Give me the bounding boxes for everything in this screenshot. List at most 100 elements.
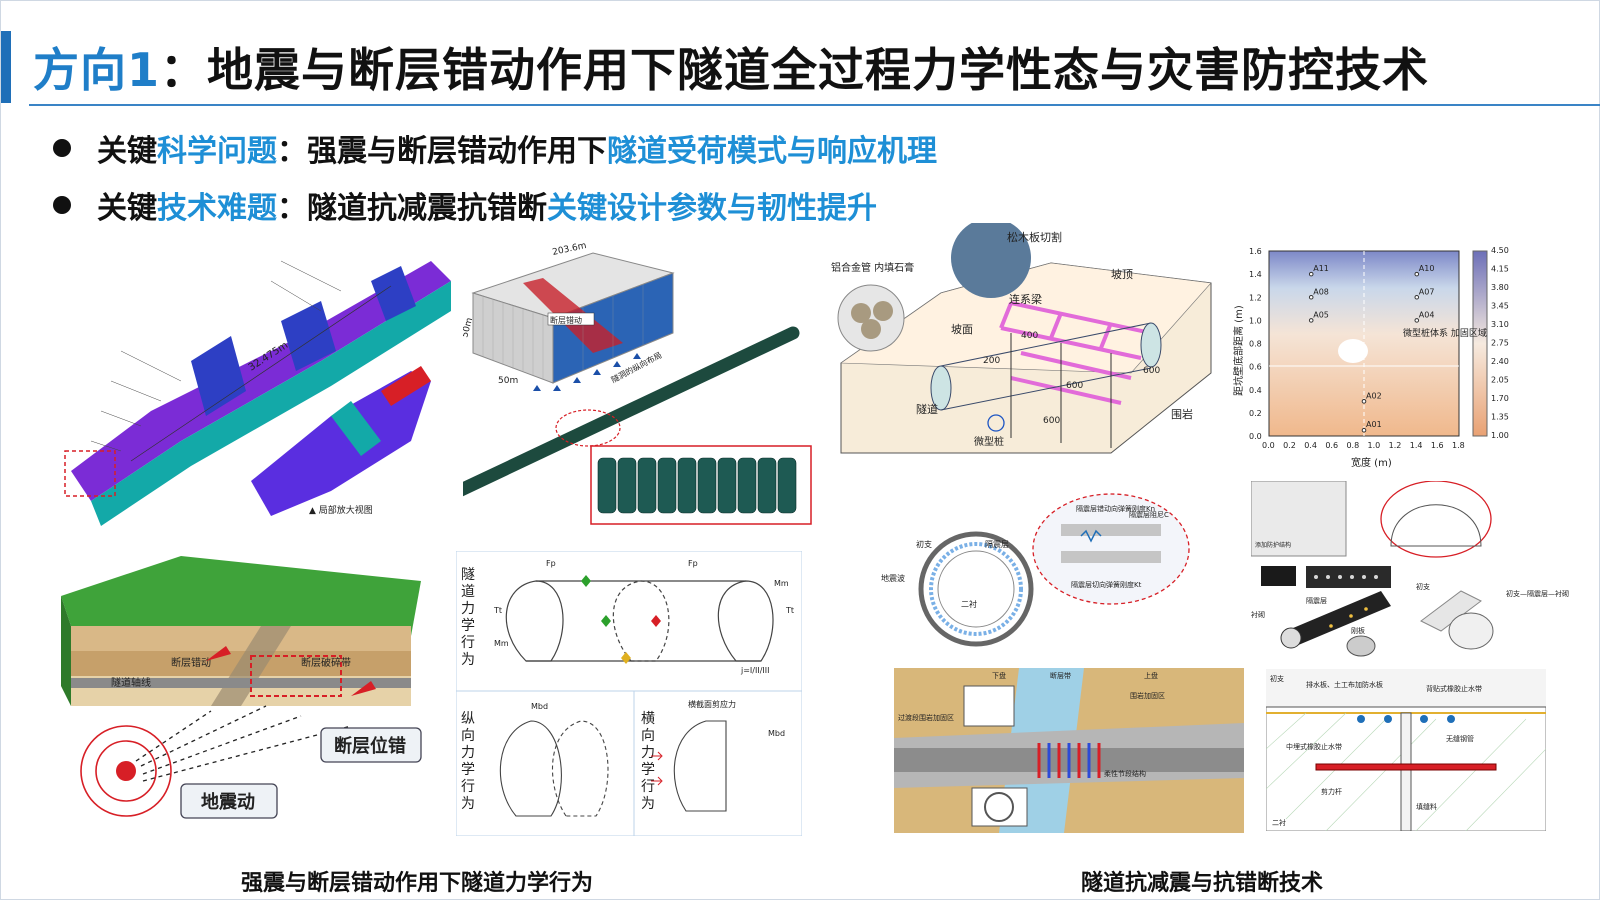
figure-fem-model: 203.6m 50m 50m 断层错动 隧洞的纵向布局 <box>463 233 823 533</box>
contour-point <box>1414 294 1420 300</box>
iso-layer: 隔震层 <box>985 540 1009 549</box>
mech-cases: j=I/II/III <box>740 666 769 675</box>
bullet-dot-icon <box>53 196 71 214</box>
slope-tunnel-label: 隧道 <box>916 402 938 416</box>
slope-dim-600: 600 <box>1066 381 1083 391</box>
bullet-text: ：强震与断层错动作用下 <box>277 134 607 169</box>
contour-point <box>1361 427 1367 433</box>
figure-lining-products: 初支 隔震层 初支—隔震层—衬砌 衬砌 添加防护结构 刚板 <box>1251 481 1581 666</box>
lining-p3: 初支—隔震层—衬砌 <box>1506 589 1569 598</box>
contour-ylabel: 距坑壁底部距离 (m) <box>1233 305 1245 396</box>
page-title: 方向1：地震与断层错动作用下隧道全过程力学性态与灾害防控技术 <box>33 31 1429 103</box>
wp-w8: 二衬 <box>1272 818 1286 827</box>
mech-sym-mm1: Mm <box>494 639 509 648</box>
contour-xtick: 1.0 <box>1368 441 1381 450</box>
lining-p2: 隔震层 <box>1306 596 1327 605</box>
mech-sym-fp1: Fp <box>546 559 556 568</box>
mech-shear-label: 横截面剪应力 <box>688 699 736 709</box>
contour-cbar-tick: 3.45 <box>1491 302 1509 311</box>
lining-p5: 添加防护结构 <box>1255 541 1291 549</box>
contour-cbar-tick: 4.50 <box>1491 246 1509 255</box>
wp-w7: 填缝料 <box>1416 802 1437 811</box>
bullet-tech-difficulty: 关键技术难题：隧道抗减震抗错断关键设计参数与韧性提升 <box>53 182 877 228</box>
slope-face-label: 坡面 <box>951 323 973 336</box>
contour-xtick: 0.8 <box>1346 441 1359 450</box>
figure-isolation-layer: 初支 二衬 隔震层 地震波 隔震层错动向弹簧刚度Kn 隔震层阻尼C 隔震层切向弹… <box>871 489 1246 664</box>
lining-p4: 衬砌 <box>1251 610 1265 619</box>
slope-dim-200: 200 <box>983 356 1000 366</box>
wp-w5: 无缝钢管 <box>1446 734 1474 743</box>
bullet-highlight: 隧道受荷模式与响应机理 <box>607 134 937 169</box>
slope-pile-label: 微型桩 <box>974 435 1004 448</box>
wp-w2: 排水板、土工布加防水板 <box>1306 680 1383 689</box>
contour-xtick: 1.6 <box>1431 441 1444 450</box>
iso-kn: 隔震层错动向弹簧刚度Kn <box>1076 504 1155 513</box>
slope-pipe-label: 铝合金管 内填石膏 <box>831 261 914 274</box>
contour-xlabel: 宽度 (m) <box>1351 456 1392 469</box>
geo-ground-motion-label: 地震动 <box>201 791 255 813</box>
contour-xtick: 0.2 <box>1283 441 1296 450</box>
bullet-text: ：隧道抗减震抗错断 <box>277 191 547 226</box>
bullet-highlight: 科学问题 <box>157 134 277 169</box>
title-prefix: 方向1 <box>33 43 161 97</box>
contour-point-label: A07 <box>1419 287 1435 296</box>
mech-sym-mbd1: Mbd <box>531 702 548 711</box>
contour-point <box>1414 318 1420 323</box>
wp-w1: 初支 <box>1270 674 1284 683</box>
contour-ytick: 1.6 <box>1249 247 1262 256</box>
contour-xtick: 0.4 <box>1304 441 1317 450</box>
caption-left: 强震与断层错动作用下隧道力学行为 <box>241 871 594 896</box>
contour-ytick: 1.0 <box>1249 316 1262 325</box>
figure-3d-tunnel-model: 32.475m ▲ 局部放大视图 <box>31 241 461 541</box>
iso-liner1: 初支 <box>916 539 932 549</box>
title-rest: ：地震与断层错动作用下隧道全过程力学性态与灾害防控技术 <box>160 43 1430 97</box>
wp-w3: 背贴式橡胶止水带 <box>1426 684 1482 693</box>
geo-tunnel-axis-label: 隧道轴线 <box>111 676 151 689</box>
slope-dim-600c: 600 <box>1143 366 1160 376</box>
fault-t3: 上盘 <box>1144 671 1158 680</box>
mech-sym-fp2: Fp <box>688 559 698 568</box>
contour-point <box>1308 294 1314 300</box>
mech-title-long: 纵向力学行为 <box>461 711 475 812</box>
figure-fault-crossing: 下盘 断层带 上盘 过渡段围岩加固区 围岩加固区 柔性节段结构 <box>894 668 1244 833</box>
slope-cut-label: 松木板切割 <box>1007 230 1062 244</box>
figure-geology-block: 断层错动 断层破碎带 隧道轴线 地震动 断层位错 <box>31 546 451 836</box>
contour-xtick: 1.4 <box>1410 441 1423 450</box>
bullet-dot-icon <box>53 139 71 157</box>
fault-t5: 围岩加固区 <box>1130 691 1165 700</box>
wp-w4: 中埋式橡胶止水带 <box>1286 742 1342 751</box>
contour-point-label: A10 <box>1419 264 1435 273</box>
contour-cbar-tick: 3.80 <box>1491 283 1509 292</box>
bullet-text: 关键 <box>97 191 157 226</box>
contour-cbar-tick: 2.75 <box>1491 339 1509 348</box>
mech-sym-mbd2: Mbd <box>768 729 785 738</box>
contour-cbar-tick: 1.00 <box>1491 431 1509 440</box>
contour-ytick: 0.8 <box>1249 340 1262 349</box>
slope-dim-400: 400 <box>1021 331 1038 341</box>
slope-crest-label: 坡顶 <box>1111 268 1133 281</box>
contour-ytick: 1.4 <box>1249 270 1262 279</box>
contour-xtick: 0.6 <box>1325 441 1338 450</box>
contour-point-label: A02 <box>1366 391 1382 400</box>
contour-point <box>1308 271 1314 277</box>
lining-p1: 初支 <box>1416 582 1430 591</box>
figure-waterproof-joint: 初支 排水板、土工布加防水板 背贴式橡胶止水带 中埋式橡胶止水带 无缝钢管 剪力… <box>1266 669 1546 831</box>
geo-fault-zone-label: 断层破碎带 <box>301 656 351 669</box>
iso-c: 隔震层阻尼C <box>1129 510 1169 519</box>
geo-fault-move-label: 断层错动 <box>171 656 211 669</box>
fem-dim-bottom: 50m <box>498 376 518 386</box>
lining-p6: 刚板 <box>1351 626 1365 635</box>
fault-t1: 下盘 <box>992 671 1006 680</box>
contour-ytick: 1.2 <box>1249 293 1262 302</box>
bullet-highlight: 关键设计参数与韧性提升 <box>547 191 877 226</box>
geo-fault-dislocation-label: 断层位错 <box>334 735 406 757</box>
fem-fault-label: 断层错动 <box>550 315 582 325</box>
slope-beam-label: 连系梁 <box>1009 292 1042 306</box>
title-divider <box>29 104 1600 106</box>
contour-point <box>1414 271 1420 277</box>
contour-ytick: 0.4 <box>1249 386 1262 395</box>
bullet-highlight: 技术难题 <box>157 191 277 226</box>
wp-w6: 剪力杆 <box>1321 787 1342 796</box>
